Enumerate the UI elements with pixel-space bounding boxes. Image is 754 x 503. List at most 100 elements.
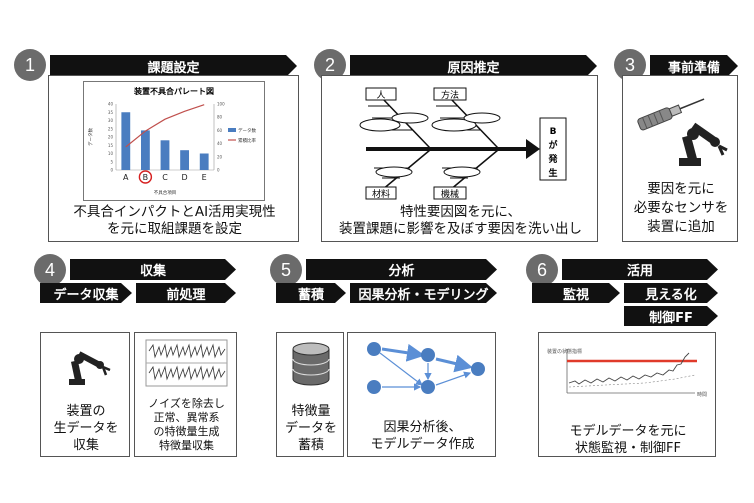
pareto-bar	[140, 130, 150, 170]
caption-line: 特性要因図を元に、	[399, 204, 522, 220]
step-4-header: 収集	[70, 259, 236, 280]
step-5a-caption: 特徴量 データを 蓄積	[277, 403, 345, 454]
step-5b-panel: 因果分析後、 モデルデータ作成	[347, 332, 496, 457]
cause-ellipse	[463, 112, 501, 124]
cause-ellipse	[359, 118, 401, 132]
step-5-number: 5	[270, 254, 302, 286]
effect-char: が	[548, 139, 558, 151]
pareto-bar	[121, 112, 131, 170]
y2-tick-label: 40	[217, 141, 223, 146]
step-6-sub-visualize: 見える化	[624, 283, 718, 303]
step-5b-caption: 因果分析後、 モデルデータ作成	[348, 419, 497, 453]
caption-line: 正常、異常系	[153, 411, 220, 424]
x-tick-label: D	[182, 173, 188, 182]
effect-char: 発	[547, 153, 558, 165]
step-6-caption: モデルデータを元に 状態監視・制御FF	[539, 423, 717, 457]
fishbone-diagram: 人 方法 材料 機械 B が 発 生	[359, 87, 567, 200]
bone-label-box	[433, 186, 467, 200]
step-4-sub-preprocess: 前処理	[136, 283, 236, 303]
y-tick-label: 35	[108, 110, 114, 115]
caption-line: 特徴量	[291, 404, 331, 419]
spine-arrowhead	[526, 139, 540, 159]
caption-line: データを	[284, 421, 337, 436]
caption-line: ノイズを除去し	[148, 397, 225, 410]
monitor-xlabel: 時間	[697, 392, 707, 398]
legend-swatch-bars	[228, 128, 236, 132]
bone-label-machine: 機械	[441, 188, 459, 200]
bone-label-box	[365, 87, 397, 101]
step-6-header: 活用	[562, 259, 718, 280]
pareto-bar	[160, 140, 170, 170]
step-4a-caption: 装置の 生データを 収集	[41, 403, 131, 454]
causal-nodes	[367, 342, 485, 394]
caption-line: モデルデータを元に	[569, 424, 687, 439]
step-6-sub-monitor: 監視	[532, 283, 620, 303]
bone-label-box	[365, 186, 397, 200]
effect-char: 生	[548, 167, 557, 179]
caption-line: 装置課題に影響を及ぼす要因を洗い出し	[339, 221, 582, 237]
caption-line: モデルデータ作成	[370, 437, 475, 452]
caption-line: の特徴量生成	[153, 425, 220, 438]
x-tick-label: B	[143, 173, 149, 182]
bone-label-method: 方法	[441, 89, 459, 101]
cumulative-line	[125, 104, 205, 148]
signal-waveform-icon	[145, 339, 228, 387]
caption-line: 要因を元に	[647, 181, 715, 197]
y-tick-label: 15	[108, 143, 114, 148]
step-5-header: 分析	[306, 259, 497, 280]
step-2-header: 原因推定	[350, 55, 597, 77]
step-6-number: 6	[526, 254, 558, 286]
bone-label-person: 人	[376, 90, 385, 101]
state-signal-line	[568, 352, 690, 385]
step-2-panel: 人 方法 材料 機械 B が 発 生 特性要因図を元に、 装置課題に影響を及ぼす…	[321, 75, 598, 242]
bone-label-material: 材料	[372, 188, 390, 200]
cause-ellipse	[375, 166, 413, 178]
x-tick-label: E	[202, 173, 207, 182]
cause-ellipse	[443, 166, 481, 178]
step-3-header: 事前準備	[650, 55, 738, 77]
caption-line: 生データを	[53, 421, 119, 436]
highlight-circle	[138, 170, 153, 184]
effect-box	[539, 117, 567, 181]
sensor-robot-icon	[637, 98, 728, 166]
legend-label: データ数	[238, 127, 256, 134]
legend-label: 累積比率	[238, 137, 256, 144]
step-4-sub-collect: データ収集	[40, 283, 132, 303]
y-tick-label: 10	[108, 151, 114, 156]
x-tick-label: C	[162, 173, 168, 182]
y-tick-label: 5	[110, 159, 113, 164]
caption-line: 不具合インパクトとAI活用実現性	[73, 204, 276, 220]
cause-ellipse	[431, 118, 477, 132]
y2-tick-label: 100	[217, 102, 225, 107]
y2-tick-label: 0	[217, 168, 220, 173]
step-6-sub-control: 制御FF	[624, 306, 718, 326]
monitoring-chart: 装置の状態指標 時間	[547, 348, 707, 398]
cause-ellipse	[391, 112, 429, 124]
x-axis-label: 不具合項目	[154, 189, 177, 196]
caption-line: 因果分析後、	[383, 420, 462, 435]
caption-line: 必要なセンサを	[633, 200, 729, 216]
caption-line: 状態監視・制御FF	[575, 441, 681, 456]
step-4-number: 4	[34, 254, 66, 286]
x-tick-label: A	[123, 173, 129, 182]
sensor-icon	[637, 98, 705, 131]
y2-tick-label: 60	[217, 128, 223, 133]
step-1-caption: 不具合インパクトとAI活用実現性 を元に取組課題を設定	[49, 204, 300, 238]
step-1-header: 課題設定	[50, 55, 297, 77]
y-axis-label: データ数	[87, 128, 94, 146]
step-4a-panel: 装置の 生データを 収集	[40, 332, 130, 457]
step-5-sub-causal: 因果分析・モデリング	[350, 283, 497, 303]
step-4b-caption: ノイズを除去し 正常、異常系 の特徴量生成 特徴量収集	[135, 397, 238, 453]
y-tick-label: 25	[108, 126, 114, 131]
causal-graph	[367, 342, 485, 394]
pareto-chart: 装置不具合パレート図0510152025303540020406080100デー…	[87, 86, 256, 196]
pareto-bar	[180, 150, 190, 170]
caption-line: 装置に追加	[647, 219, 715, 235]
caption-line: 収集	[72, 438, 99, 453]
step-2-caption: 特性要因図を元に、 装置課題に影響を及ぼす要因を洗い出し	[322, 204, 599, 238]
caption-line: 装置の	[66, 404, 106, 419]
bone-label-box	[433, 87, 467, 101]
step-1-number: 1	[14, 49, 46, 81]
